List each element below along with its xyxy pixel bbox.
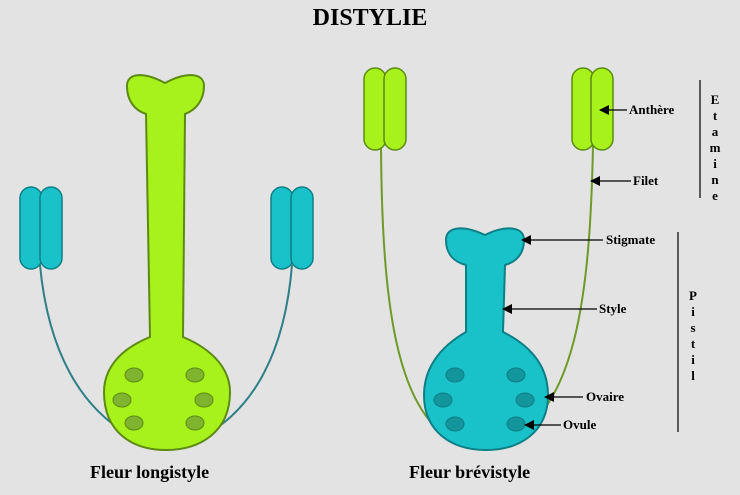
pistil-letter: s: [690, 320, 696, 335]
brevistyle-flower: [363, 67, 614, 452]
right-anther: [571, 67, 614, 151]
etamine-letter: m: [709, 140, 721, 155]
diagram-title: DISTYLIE: [312, 5, 428, 31]
group-etamine: E t a m i n e: [708, 92, 722, 204]
pistil-letter: i: [691, 352, 695, 367]
pistil-letter: l: [691, 368, 695, 383]
pistil-letter: t: [690, 336, 696, 351]
label-filet: Filet: [633, 173, 659, 188]
caption-longistyle: Fleur longistyle: [90, 462, 210, 482]
long-pistil: [102, 74, 232, 452]
long-ovules: [112, 367, 214, 431]
left-anther: [19, 186, 63, 270]
pistil-letter: P: [689, 288, 697, 303]
caption-brevistyle: Fleur brévistyle: [409, 462, 531, 482]
label-ovule: Ovule: [563, 417, 597, 432]
pistil-letter: i: [691, 304, 695, 319]
label-anthere: Anthère: [629, 102, 675, 117]
label-stigmate: Stigmate: [606, 232, 656, 247]
etamine-letter: e: [712, 188, 718, 203]
etamine-letter: E: [710, 92, 720, 107]
etamine-letter: a: [711, 124, 719, 139]
short-pistil: [422, 227, 550, 452]
label-arrows: [502, 105, 631, 430]
left-anther: [363, 67, 407, 151]
group-pistil: P i s t i l: [686, 288, 700, 384]
longistyle-flower: [19, 74, 314, 452]
right-anther: [270, 186, 314, 270]
label-style: Style: [599, 301, 627, 316]
label-ovaire: Ovaire: [586, 389, 625, 404]
etamine-letter: t: [712, 108, 718, 123]
etamine-letter: i: [713, 156, 717, 171]
etamine-letter: n: [711, 172, 719, 187]
